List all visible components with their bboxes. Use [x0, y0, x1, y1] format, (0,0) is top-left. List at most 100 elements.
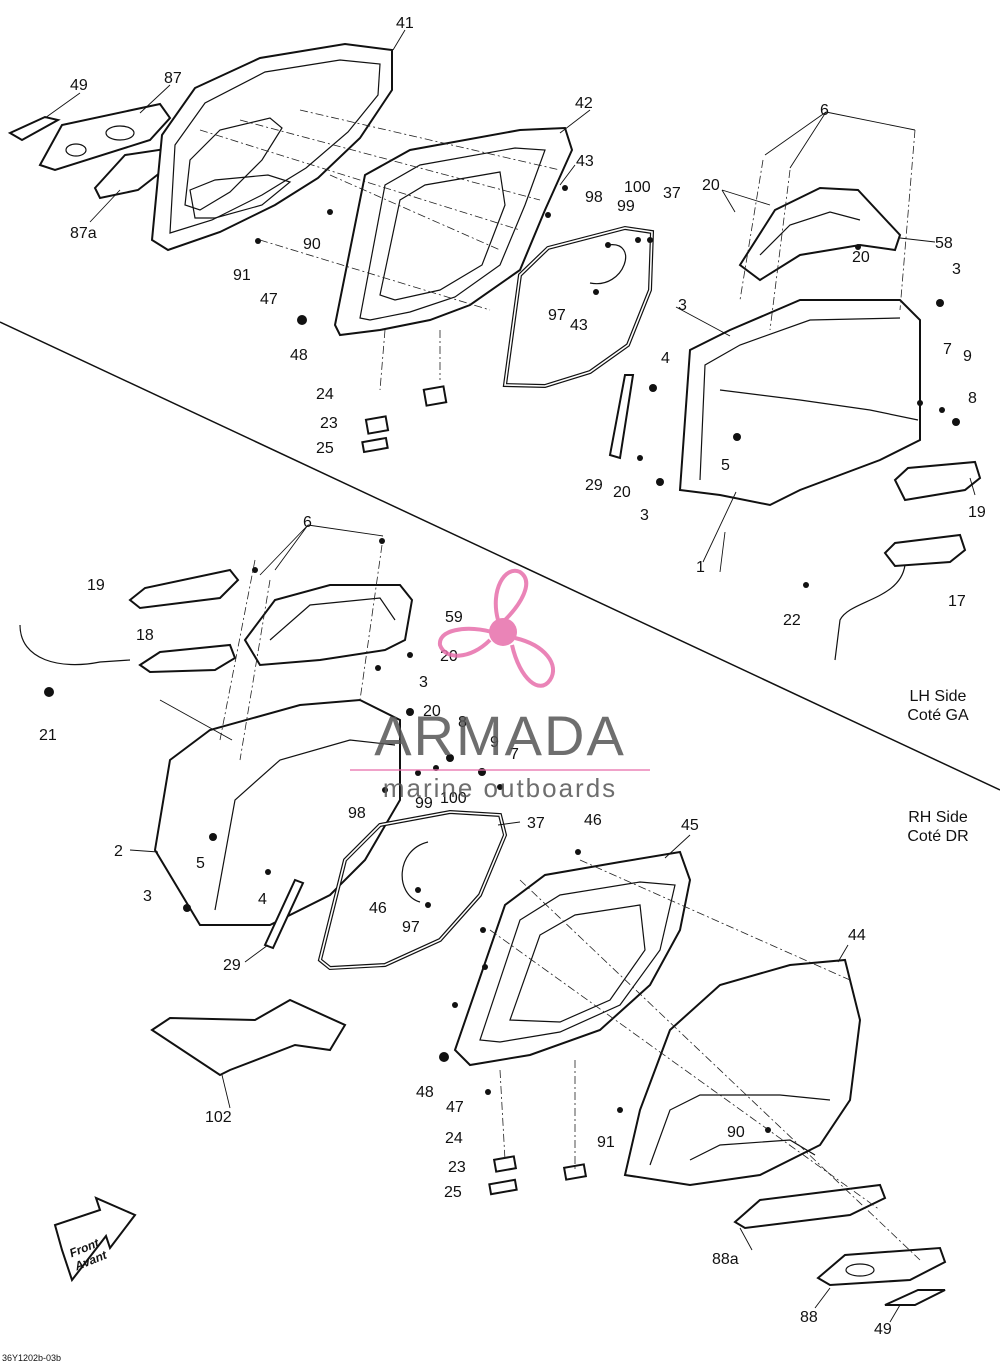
part-44-lid: [623, 958, 862, 1187]
callout-23: 23: [448, 1159, 466, 1176]
callout-5: 5: [196, 855, 205, 872]
callout-18: 18: [136, 627, 154, 644]
callout-7: 7: [510, 746, 519, 763]
watermark-tagline: marine outboards: [383, 773, 617, 803]
callout-2: 2: [114, 843, 123, 860]
callout-87a: 87a: [70, 225, 97, 242]
callout-49: 49: [70, 77, 88, 94]
callout-97: 97: [548, 307, 566, 324]
callout-5: 5: [721, 457, 730, 474]
callout-46: 46: [584, 812, 602, 829]
callout-22: 22: [783, 612, 801, 629]
section-divider: [0, 321, 1000, 791]
callout-7: 7: [943, 341, 952, 358]
callout-20: 20: [613, 484, 631, 501]
callout-99: 99: [617, 198, 635, 215]
part-17-latch: [883, 533, 967, 568]
part-1-case: [678, 299, 921, 507]
callout-23: 23: [320, 415, 338, 432]
callout-97: 97: [402, 919, 420, 936]
callout-17: 17: [948, 593, 966, 610]
callout-4: 4: [258, 891, 267, 908]
callout-20: 20: [423, 703, 441, 720]
callout-8: 8: [458, 714, 467, 731]
callout-88: 88: [800, 1309, 818, 1326]
callout-90: 90: [303, 236, 321, 253]
part-88-reflector: [816, 1246, 947, 1287]
callout-20: 20: [852, 249, 870, 266]
callout-25: 25: [444, 1184, 462, 1201]
part-45-frame: [453, 850, 692, 1067]
callout-21: 21: [39, 727, 57, 744]
callout-19: 19: [968, 504, 986, 521]
callout-3: 3: [952, 261, 961, 278]
rh-side-assembly: [19, 568, 947, 1306]
callout-6: 6: [303, 514, 312, 531]
callout-29: 29: [223, 957, 241, 974]
callout-99: 99: [415, 795, 433, 812]
callout-87: 87: [164, 70, 182, 87]
part-58-cover: [738, 186, 902, 282]
assembly-lines: [199, 109, 921, 1261]
callout-46: 46: [369, 900, 387, 917]
lh-side-assembly: [7, 42, 982, 661]
callout-100: 100: [440, 790, 467, 807]
rh-side-label-fr: Coté DR: [907, 828, 968, 845]
part-19-latch: [893, 460, 982, 502]
callout-3: 3: [640, 507, 649, 524]
callout-29: 29: [585, 477, 603, 494]
callout-8: 8: [968, 390, 977, 407]
callout-37: 37: [663, 185, 681, 202]
callout-47: 47: [446, 1099, 464, 1116]
part-88a-lens: [733, 1183, 887, 1230]
part-87-reflector: [38, 102, 172, 172]
callout-4: 4: [661, 350, 670, 367]
propeller-logo: [438, 568, 556, 688]
callout-98: 98: [585, 189, 603, 206]
armada-watermark: ARMADA marine outboards: [350, 568, 650, 803]
part-41-lid: [150, 42, 393, 252]
callout-3: 3: [419, 674, 428, 691]
lh-side-label: LH Side: [910, 688, 967, 705]
callout-43: 43: [570, 317, 588, 334]
leader-lines: [44, 29, 976, 1323]
part-49-gasket: [7, 115, 61, 142]
callout-91: 91: [233, 267, 251, 284]
callout-59: 59: [445, 609, 463, 626]
callout-58: 58: [935, 235, 953, 252]
callout-41: 41: [396, 15, 414, 32]
callout-48: 48: [416, 1084, 434, 1101]
callout-19: 19: [87, 577, 105, 594]
callout-102: 102: [205, 1109, 232, 1126]
callout-42: 42: [575, 95, 593, 112]
lh-side-label-fr: Coté GA: [907, 707, 969, 724]
callouts: 41 49 87 87a 90 91 47 48 42 43 98 100 99…: [39, 15, 986, 1338]
part-29-strut: [608, 374, 635, 460]
drawing-code: 36Y1202b-03b: [2, 1353, 61, 1363]
callout-44: 44: [848, 927, 866, 944]
callout-9: 9: [963, 348, 972, 365]
part-102-shield: [150, 998, 347, 1077]
callout-9: 9: [490, 734, 499, 751]
callout-43: 43: [576, 153, 594, 170]
callout-49: 49: [874, 1321, 892, 1338]
fasteners: [44, 185, 960, 1133]
callout-90: 90: [727, 1124, 745, 1141]
callout-3: 3: [143, 888, 152, 905]
watermark-brand: ARMADA: [374, 704, 626, 767]
callout-24: 24: [316, 386, 334, 403]
callout-48: 48: [290, 347, 308, 364]
callout-3: 3: [678, 297, 687, 314]
callout-24: 24: [445, 1130, 463, 1147]
callout-20: 20: [702, 177, 720, 194]
part-59-cover: [243, 584, 414, 667]
callout-25: 25: [316, 440, 334, 457]
callout-37: 37: [527, 815, 545, 832]
callout-47: 47: [260, 291, 278, 308]
callout-45: 45: [681, 817, 699, 834]
callout-100: 100: [624, 179, 651, 196]
part-2-case: [153, 698, 401, 926]
front-arrow: Front Avant: [53, 1196, 137, 1283]
callout-91: 91: [597, 1134, 615, 1151]
